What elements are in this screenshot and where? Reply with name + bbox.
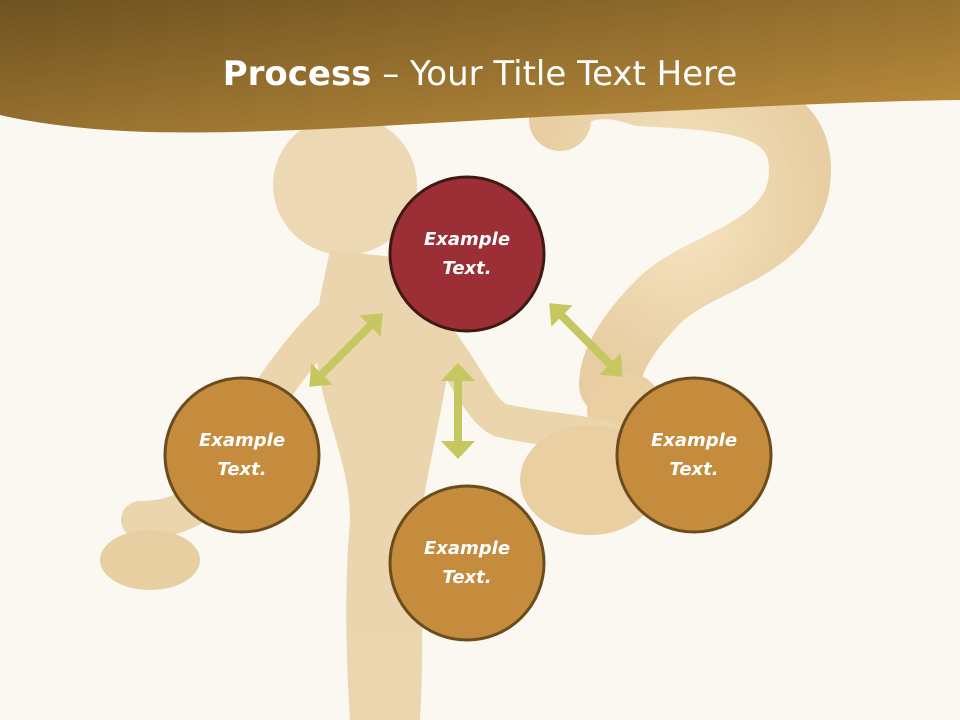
header-band: [0, 0, 960, 133]
slide-title-rest: – Your Title Text Here: [371, 54, 738, 94]
node-text-line2: Text.: [442, 258, 492, 279]
process-circle-bottom[interactable]: [388, 484, 546, 642]
process-circle-left[interactable]: [163, 376, 321, 534]
node-text-line1: Example: [650, 430, 738, 451]
node-text-line1: Example: [198, 430, 286, 451]
arrow-vertical: [441, 363, 475, 459]
slide-title-bold: Process: [222, 54, 372, 94]
arrow-top-to-left: [309, 313, 383, 387]
node-text-line1: Example: [423, 229, 511, 250]
node-text-line1: Example: [423, 538, 511, 559]
process-circle-top[interactable]: [388, 175, 546, 333]
connector-arrows: [309, 303, 623, 459]
node-text-bottom: Example Text.: [389, 534, 545, 592]
node-text-line2: Text.: [442, 567, 492, 588]
node-text-left: Example Text.: [164, 426, 320, 484]
slide-title: Process – Your Title Text Here: [0, 52, 960, 96]
process-circle-right[interactable]: [615, 376, 773, 534]
node-text-line2: Text.: [217, 459, 267, 480]
background-figure-illustration: [100, 57, 832, 720]
arrow-top-to-right: [549, 303, 623, 377]
node-text-right: Example Text.: [616, 426, 772, 484]
node-text-top: Example Text.: [389, 225, 545, 283]
node-text-line2: Text.: [669, 459, 719, 480]
